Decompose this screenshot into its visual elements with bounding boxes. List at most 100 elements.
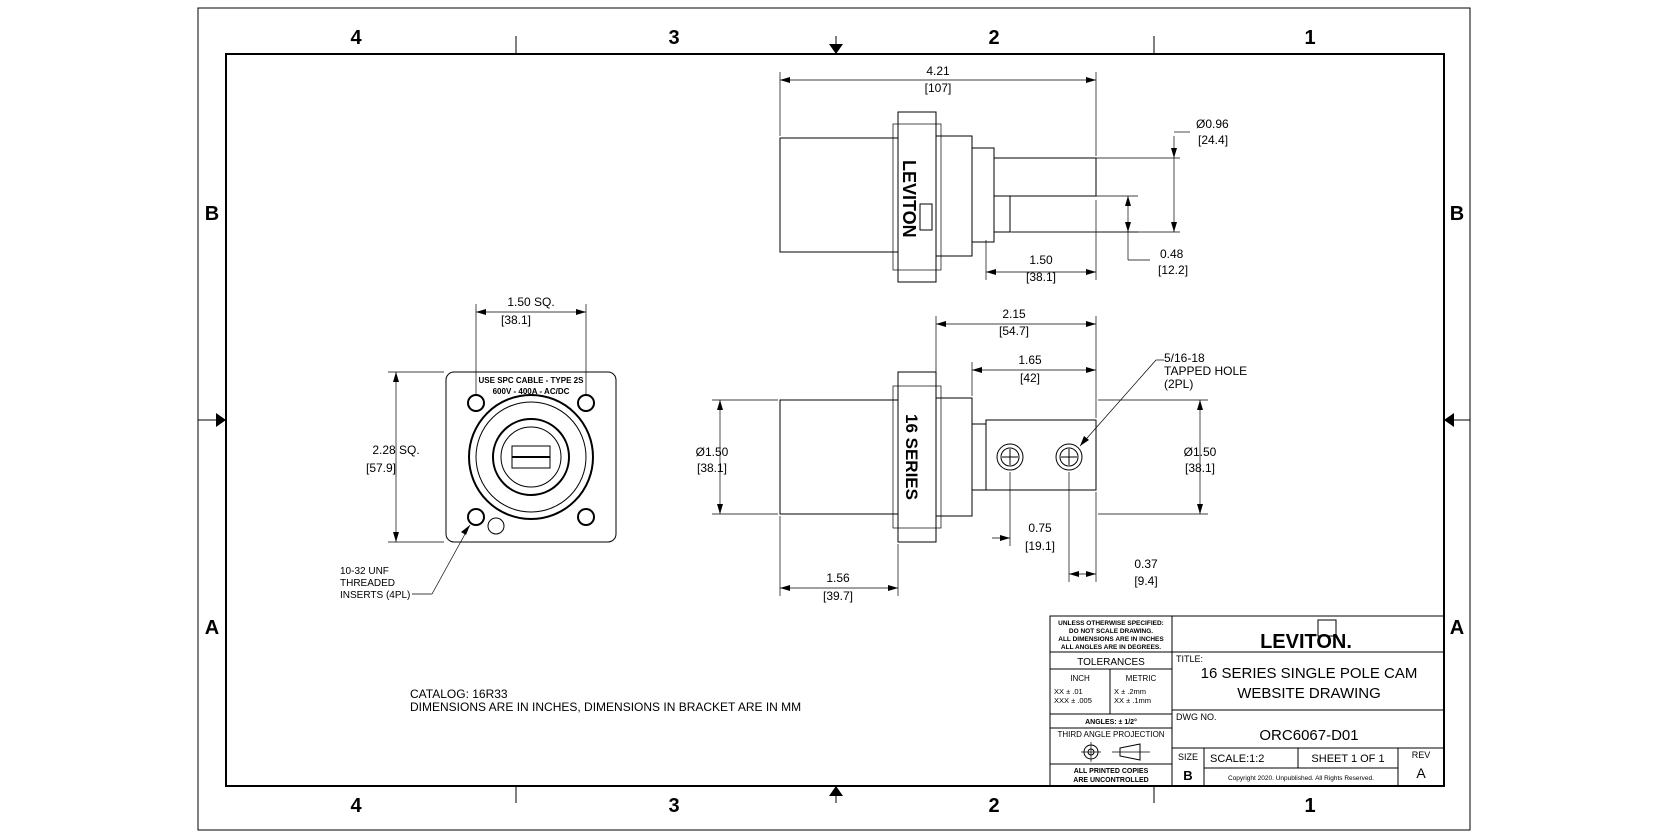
tb-general-1: UNLESS OTHERWISE SPECIFIED:: [1058, 620, 1164, 627]
tb-dwg-label: DWG NO.: [1176, 712, 1217, 722]
dim-tail-length: 1.50: [1029, 253, 1053, 267]
dim-length-b: 1.65: [1018, 353, 1042, 367]
dim-length-a: 2.15: [1002, 307, 1026, 321]
tb-copies-2: ARE UNCONTROLLED: [1073, 777, 1148, 784]
dim-hole-edge-mm: [9.4]: [1134, 574, 1157, 588]
top-boot: [779, 399, 899, 515]
tb-copies-1: ALL PRINTED COPIES: [1074, 768, 1149, 775]
tb-dwg-no: ORC6067-D01: [1259, 727, 1358, 744]
insert-hole-tr: [577, 394, 595, 412]
dim-dia-left-mm: [38.1]: [697, 461, 727, 475]
tb-rev: A: [1416, 765, 1426, 781]
insert-hole-bl: [467, 508, 485, 526]
front-note-2: THREADED: [340, 578, 395, 589]
dim-overall-length: 4.21: [926, 64, 950, 78]
dim-hole-gap: 0.75: [1028, 521, 1052, 535]
note-catalog: CATALOG: 16R33: [410, 687, 508, 701]
tb-tolerances: TOLERANCES: [1077, 657, 1145, 668]
dim-hole-gap-mm: [19.1]: [1025, 539, 1055, 553]
zone-row-a-left: A: [205, 617, 219, 639]
dim-dia-right: Ø1.50: [1184, 445, 1217, 459]
zone-col-3-bottom: 3: [668, 795, 679, 817]
zone-row-b-left: B: [205, 203, 219, 225]
zone-col-3-top: 3: [668, 27, 679, 49]
tb-size-label: SIZE: [1178, 752, 1198, 762]
zone-row-b-right: B: [1450, 203, 1464, 225]
projection-cone-icon: [1119, 743, 1141, 761]
front-square-face: [445, 371, 617, 543]
tb-rev-label: REV: [1412, 750, 1431, 760]
zone-col-4-bottom: 4: [350, 795, 362, 817]
tb-general-4: ALL ANGLES ARE IN DEGREES.: [1061, 644, 1161, 651]
top-pin: [985, 419, 1097, 491]
insert-hole-br: [577, 508, 595, 526]
top-collar: [935, 397, 973, 517]
dim-hole-edge: 0.37: [1134, 557, 1158, 571]
hole-note-2: TAPPED HOLE: [1164, 364, 1247, 378]
tb-company-logo: LEVITON.: [1260, 631, 1352, 653]
side-collar: [935, 135, 973, 257]
tb-metric: METRIC: [1126, 674, 1157, 683]
dim-front-square-mm: [38.1]: [501, 313, 531, 327]
note-dimensions: DIMENSIONS ARE IN INCHES, DIMENSIONS IN …: [410, 700, 801, 714]
tapped-hole-2: [1055, 443, 1083, 471]
zone-col-2-top: 2: [988, 27, 999, 49]
dim-front-square: 1.50 SQ.: [507, 295, 554, 309]
dim-body-len-mm: [39.7]: [823, 589, 853, 603]
front-label-top2: 600V - 400A - AC/DC: [493, 387, 570, 396]
front-socket: [492, 418, 570, 496]
top-series-text: 16 SERIES: [902, 414, 921, 500]
zone-col-1-top: 1: [1304, 27, 1315, 49]
dim-body-len: 1.56: [826, 571, 850, 585]
tb-title-label: TITLE:: [1176, 654, 1203, 664]
front-note-1: 10-32 UNF: [340, 566, 389, 577]
zone-ticks: [198, 36, 1470, 803]
tapped-hole-1: [996, 443, 1024, 471]
zone-row-a-right: A: [1450, 617, 1464, 639]
front-view: USE SPC CABLE - TYPE 2S 600V - 400A - AC…: [340, 295, 617, 601]
side-view: LEVITON 4.21 [107] Ø0.96 [24.4] 1.50 [38…: [779, 64, 1229, 284]
dim-front-outer: 2.28 SQ.: [372, 443, 419, 457]
tb-general-3: ALL DIMENSIONS ARE IN INCHES: [1058, 636, 1164, 643]
tb-metric-1: X ± .2mm: [1114, 687, 1146, 696]
front-note-3: INSERTS (4PL): [340, 590, 410, 601]
zone-col-1-bottom: 1: [1304, 795, 1315, 817]
dim-front-outer-mm: [57.9]: [366, 461, 396, 475]
dim-tab-height: 0.48: [1160, 247, 1184, 261]
outer-border: [197, 7, 1471, 831]
title-block: UNLESS OTHERWISE SPECIFIED: DO NOT SCALE…: [1049, 615, 1445, 787]
dim-dia-left: Ø1.50: [696, 445, 729, 459]
dim-length-b-mm: [42]: [1020, 371, 1040, 385]
dim-tail-length-mm: [38.1]: [1026, 270, 1056, 284]
tb-scale: SCALE:1:2: [1210, 753, 1264, 765]
side-pin: [994, 157, 1097, 197]
hole-note-1: 5/16-18: [1164, 351, 1205, 365]
dim-diameter-mm: [24.4]: [1198, 133, 1228, 147]
dim-tab-height-mm: [12.2]: [1158, 263, 1188, 277]
tb-title-line1: 16 SERIES SINGLE POLE CAM: [1201, 665, 1418, 682]
tb-inch-2: XXX ± .005: [1054, 696, 1092, 705]
dim-length-a-mm: [54.7]: [999, 324, 1029, 338]
side-boot: [779, 137, 899, 253]
tb-angles: ANGLES: ± 1/2°: [1085, 718, 1137, 726]
hole-note-3: (2PL): [1164, 377, 1193, 391]
tb-inch-1: XX ± .01: [1054, 687, 1083, 696]
tb-general-2: DO NOT SCALE DRAWING.: [1069, 628, 1153, 635]
dim-diameter: Ø0.96: [1196, 117, 1229, 131]
tb-title-line2: WEBSITE DRAWING: [1237, 685, 1381, 702]
tb-sheet: SHEET 1 OF 1: [1311, 753, 1384, 765]
tb-size: B: [1183, 768, 1192, 783]
dim-dia-right-mm: [38.1]: [1185, 461, 1215, 475]
front-label-top: USE SPC CABLE - TYPE 2S: [479, 376, 585, 385]
front-outer-ring: [468, 394, 594, 520]
zone-col-4-top: 4: [350, 27, 362, 49]
zone-col-2-bottom: 2: [988, 795, 999, 817]
side-logo: LEVITON: [899, 160, 919, 238]
dim-overall-length-mm: [107]: [925, 81, 952, 95]
tb-metric-2: XX ± .1mm: [1114, 696, 1151, 705]
top-view: 16 SERIES 2.15 [54.7] 1.65 [42] 5/16-18 …: [696, 307, 1247, 603]
tb-copyright: Copyright 2020. Unpublished. All Rights …: [1228, 775, 1374, 782]
tb-projection: THIRD ANGLE PROJECTION: [1057, 730, 1164, 739]
